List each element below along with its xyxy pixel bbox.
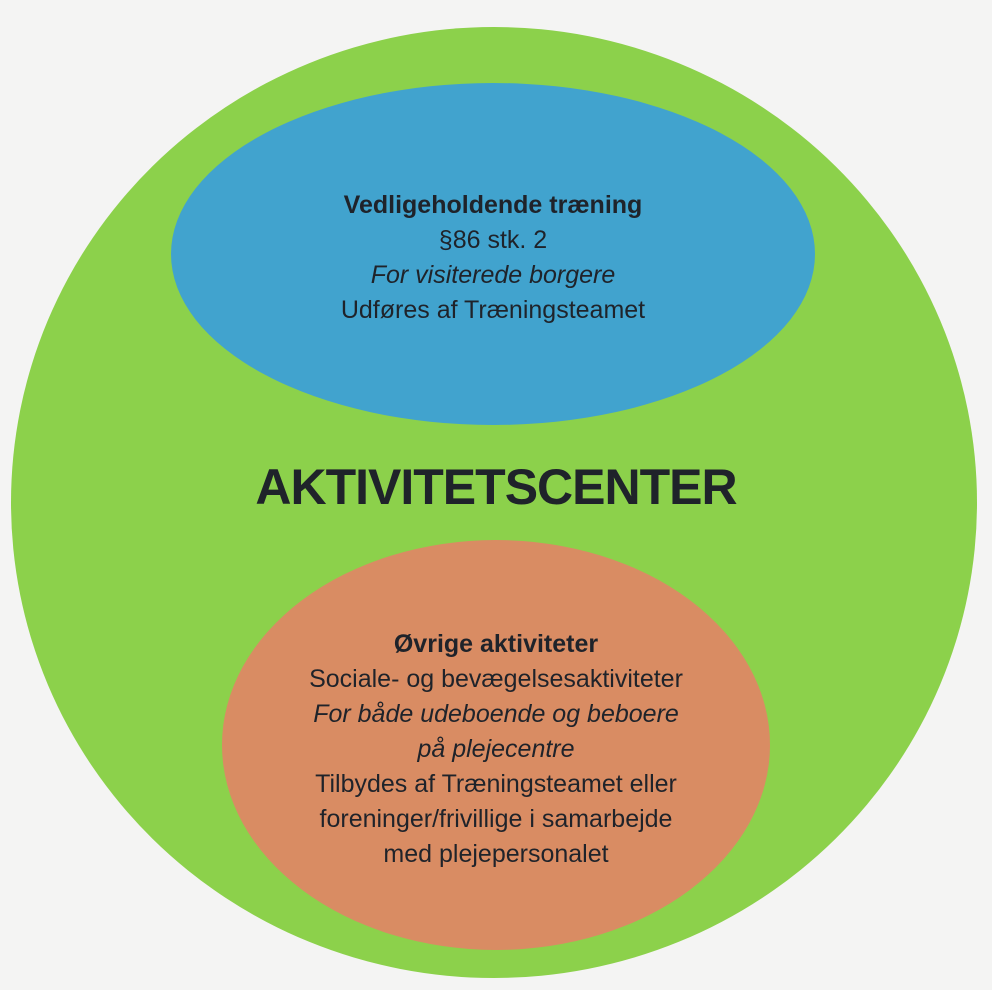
vedligeholdende-traening-ellipse: Vedligeholdende træning §86 stk. 2 For v… xyxy=(171,83,815,425)
bottom-ellipse-line: foreninger/frivillige i samarbejde xyxy=(319,804,673,833)
bottom-ellipse-line: Sociale- og bevægelsesaktiviteter xyxy=(309,664,683,693)
bottom-ellipse-line: For både udeboende og beboere xyxy=(313,699,679,728)
top-ellipse-heading: Vedligeholdende træning xyxy=(343,191,643,219)
bottom-ellipse-heading: Øvrige aktiviteter xyxy=(393,629,599,658)
top-ellipse-line: §86 stk. 2 xyxy=(438,226,548,254)
bottom-ellipse-line: Tilbydes af Træningsteamet eller xyxy=(315,769,677,798)
top-ellipse-line: For visiterede borgere xyxy=(370,261,616,289)
top-ellipse-line: Udføres af Træningsteamet xyxy=(340,296,646,324)
diagram-title: AKTIVITETSCENTER xyxy=(255,459,737,515)
oevrige-aktiviteter-ellipse: Øvrige aktiviteter Sociale- og bevægelse… xyxy=(222,540,770,950)
bottom-ellipse-line: med plejepersonalet xyxy=(383,839,609,868)
bottom-ellipse-line: på plejecentre xyxy=(417,734,575,763)
